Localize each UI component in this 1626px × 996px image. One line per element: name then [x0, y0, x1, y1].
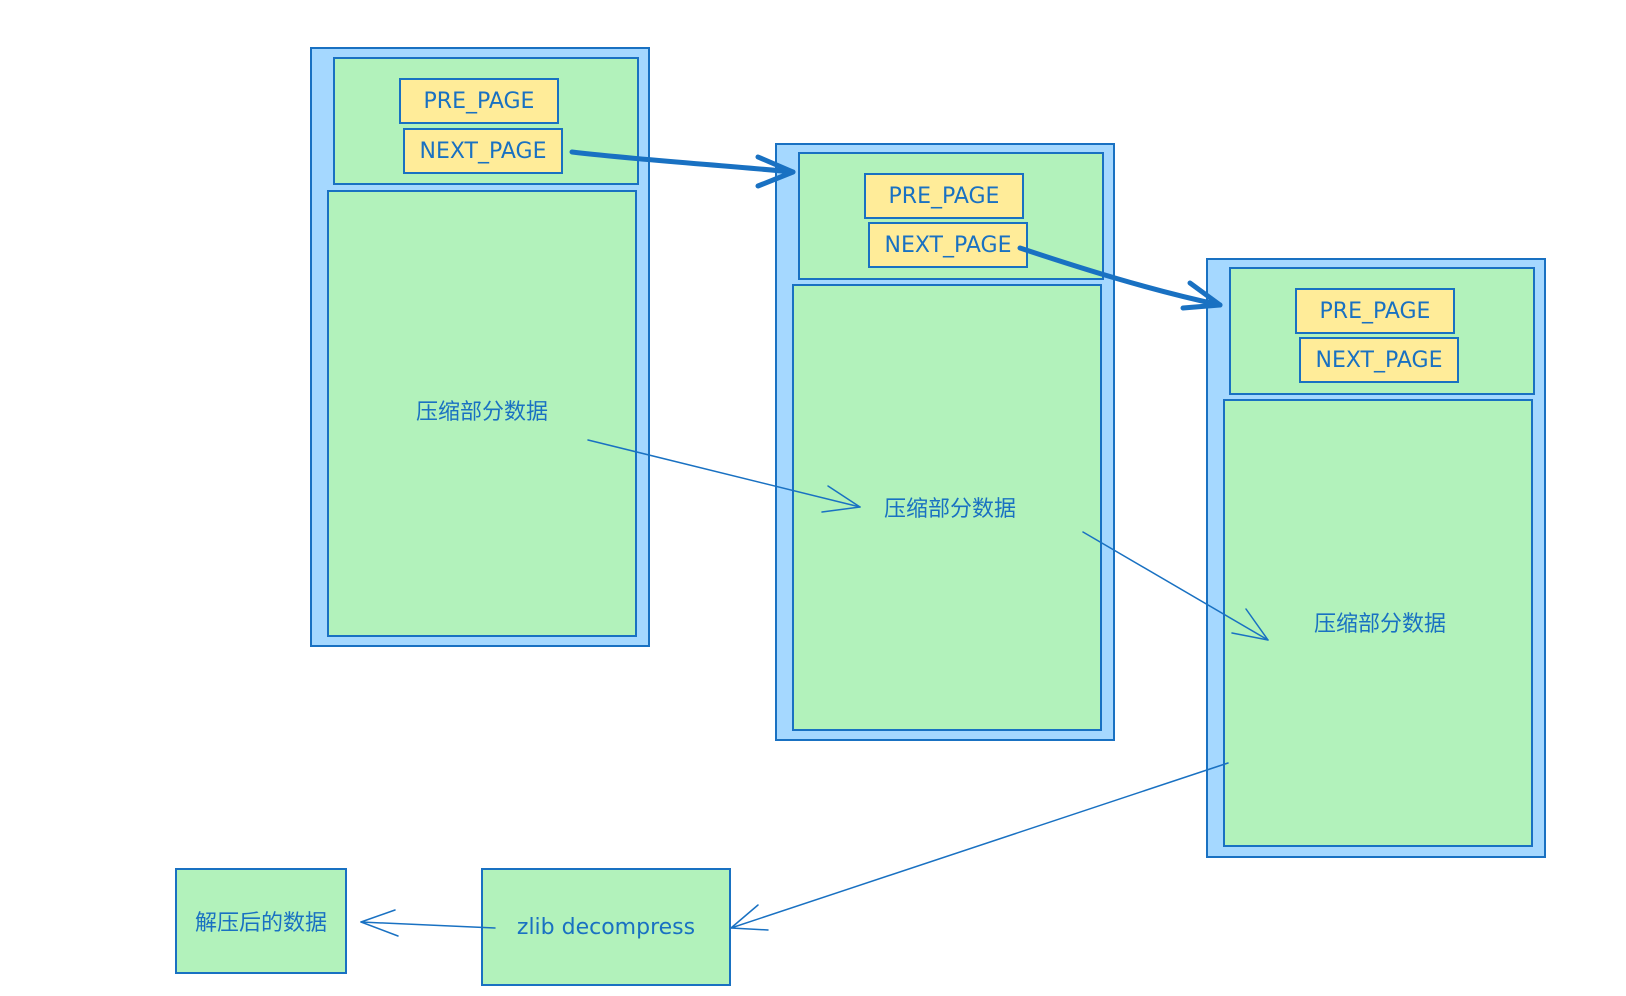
page-2-data-label: 压缩部分数据	[883, 497, 1016, 522]
next-page-arrow-2	[1017, 245, 1223, 311]
page-1-data	[327, 190, 637, 637]
page-3-data	[1223, 399, 1533, 847]
page-2-next-page: NEXT_PAGE	[868, 222, 1028, 268]
next-page-arrow-1	[569, 149, 796, 189]
decompress-output-arrow	[360, 909, 496, 937]
page-2-data	[792, 284, 1102, 731]
page-3-data-label: 压缩部分数据	[1313, 612, 1446, 637]
zlib-decompress-box: zlib decompress	[481, 868, 731, 986]
data-flow-arrow-1	[587, 439, 861, 513]
data-flow-arrow-3	[730, 762, 1229, 931]
page-1-pre-page: PRE_PAGE	[399, 78, 559, 124]
page-3-next-page: NEXT_PAGE	[1299, 337, 1459, 383]
page-1-data-label: 压缩部分数据	[415, 400, 548, 425]
data-flow-arrow-2	[1082, 531, 1269, 641]
page-2-pre-page: PRE_PAGE	[864, 173, 1024, 219]
page-1-next-page: NEXT_PAGE	[403, 128, 563, 174]
page-3-pre-page: PRE_PAGE	[1295, 288, 1455, 334]
decompressed-data-box: 解压后的数据	[175, 868, 347, 974]
